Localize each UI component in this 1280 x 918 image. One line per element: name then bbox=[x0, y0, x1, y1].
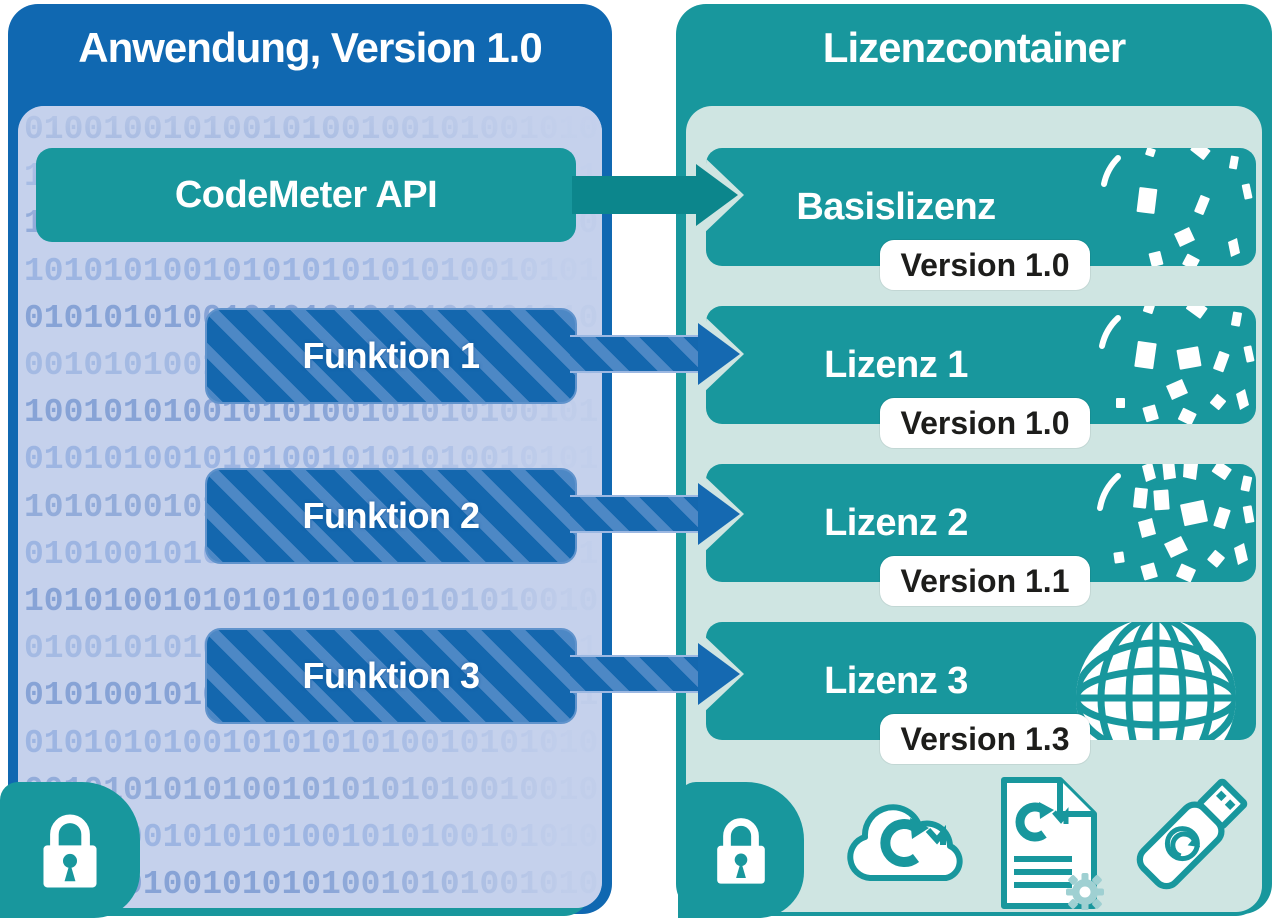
version-badge: Version 1.3 bbox=[880, 714, 1090, 764]
globe-fragmented-sparse-icon bbox=[1101, 148, 1253, 266]
license-container-title: Lizenzcontainer bbox=[822, 24, 1126, 71]
function-1-label: Funktion 1 bbox=[302, 335, 481, 376]
arrow-codemeter-api-shaft bbox=[572, 176, 700, 214]
function-2-label: Funktion 2 bbox=[302, 495, 481, 536]
version-text: Version 1.1 bbox=[900, 562, 1070, 599]
codemeter-cloud-icon bbox=[847, 804, 963, 881]
version-badge: Version 1.0 bbox=[880, 398, 1090, 448]
globe-fragmented-medium-icon bbox=[1099, 306, 1255, 424]
globe-icon bbox=[1076, 622, 1236, 740]
license-name: Lizenz 3 bbox=[824, 659, 968, 702]
application-panel-title: Anwendung, Version 1.0 bbox=[78, 24, 542, 71]
version-badge: Version 1.0 bbox=[880, 240, 1090, 290]
version-text: Version 1.0 bbox=[900, 246, 1070, 283]
license-name: Lizenz 2 bbox=[824, 501, 968, 544]
version-badge: Version 1.1 bbox=[880, 556, 1090, 606]
padlock-icon bbox=[43, 814, 97, 888]
function-box-3: Funktion 3 bbox=[205, 628, 577, 724]
arrow-funktion-1-shaft bbox=[570, 335, 702, 373]
function-box-1: Funktion 1 bbox=[205, 308, 577, 404]
function-3-label: Funktion 3 bbox=[302, 655, 481, 696]
globe-fragmented-dense-icon bbox=[1097, 464, 1255, 582]
arrow-funktion-3-shaft bbox=[570, 655, 702, 693]
license-box-lizenz-2: Lizenz 2 bbox=[706, 464, 1256, 582]
codemeter-api-box: CodeMeter API bbox=[36, 148, 576, 242]
padlock-icon bbox=[717, 818, 765, 884]
arrow-funktion-2-shaft bbox=[570, 495, 702, 533]
version-text: Version 1.3 bbox=[900, 720, 1070, 757]
license-name: Basislizenz bbox=[796, 185, 996, 228]
license-name: Lizenz 1 bbox=[824, 343, 968, 386]
lock-badge-application bbox=[0, 782, 140, 918]
lock-badge-license-container bbox=[678, 782, 804, 918]
function-box-2: Funktion 2 bbox=[205, 468, 577, 564]
license-file-icon bbox=[1001, 777, 1104, 910]
codemeter-api-label: CodeMeter API bbox=[174, 173, 438, 216]
version-text: Version 1.0 bbox=[900, 404, 1070, 441]
cmstick-usb-icon bbox=[1136, 778, 1248, 890]
